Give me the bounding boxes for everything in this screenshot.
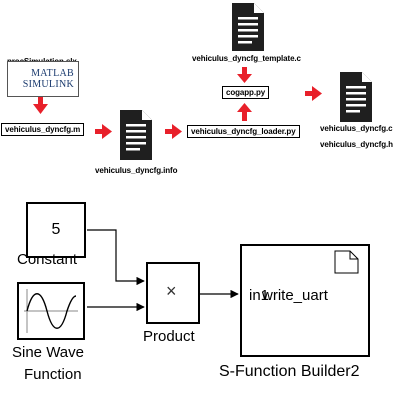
doc-icon-template [232,3,264,51]
template-file-label: vehiculus_dyncfg_template.c [192,54,301,63]
sfun-body-text: write_uart [262,287,328,304]
product-block[interactable] [146,262,200,324]
red-arrow-down-2 [237,67,252,83]
sfun-port-in: in1 [249,287,270,304]
page-icon [334,250,359,274]
red-arrow-up-1 [237,103,252,121]
logo-line-simulink: SIMULINK [22,79,74,90]
red-arrow-down [33,97,48,114]
out-h-label: vehiculus_dyncfg.h [320,140,393,149]
red-arrow-right-2 [165,124,182,139]
sfun-label: S-Function Builder2 [219,363,360,380]
cogapp-box: cogapp.py [222,86,270,99]
matlab-simulink-logo: MATLAB SIMULINK [7,61,79,97]
constant-label: Constant [17,251,78,268]
product-label: Product [143,328,195,345]
sine-wave-icon [26,293,77,329]
info-file-label: vehiculus_dyncfg.info [95,166,178,175]
loader-box: vehiculus_dyncfg_loader.py [187,125,300,138]
doc-icon-output [340,72,372,122]
out-c-label: vehiculus_dyncfg.c [320,124,393,133]
sine-label-line2: Function [24,366,82,383]
sine-wave-block[interactable] [17,282,85,340]
sine-label-line1: Sine Wave [12,344,84,361]
signal-line-constant [87,229,145,286]
red-arrow-right-3 [305,86,322,101]
sfunction-builder-block[interactable] [240,244,370,357]
multiply-icon: × [166,281,177,301]
red-arrow-right-1 [95,124,112,139]
constant-value: 5 [51,221,61,238]
m-file-box: vehiculus_dyncfg.m [1,123,85,136]
constant-block[interactable]: 5 [26,202,86,258]
logo-line-matlab: MATLAB [31,68,74,79]
doc-icon-info [120,110,152,160]
